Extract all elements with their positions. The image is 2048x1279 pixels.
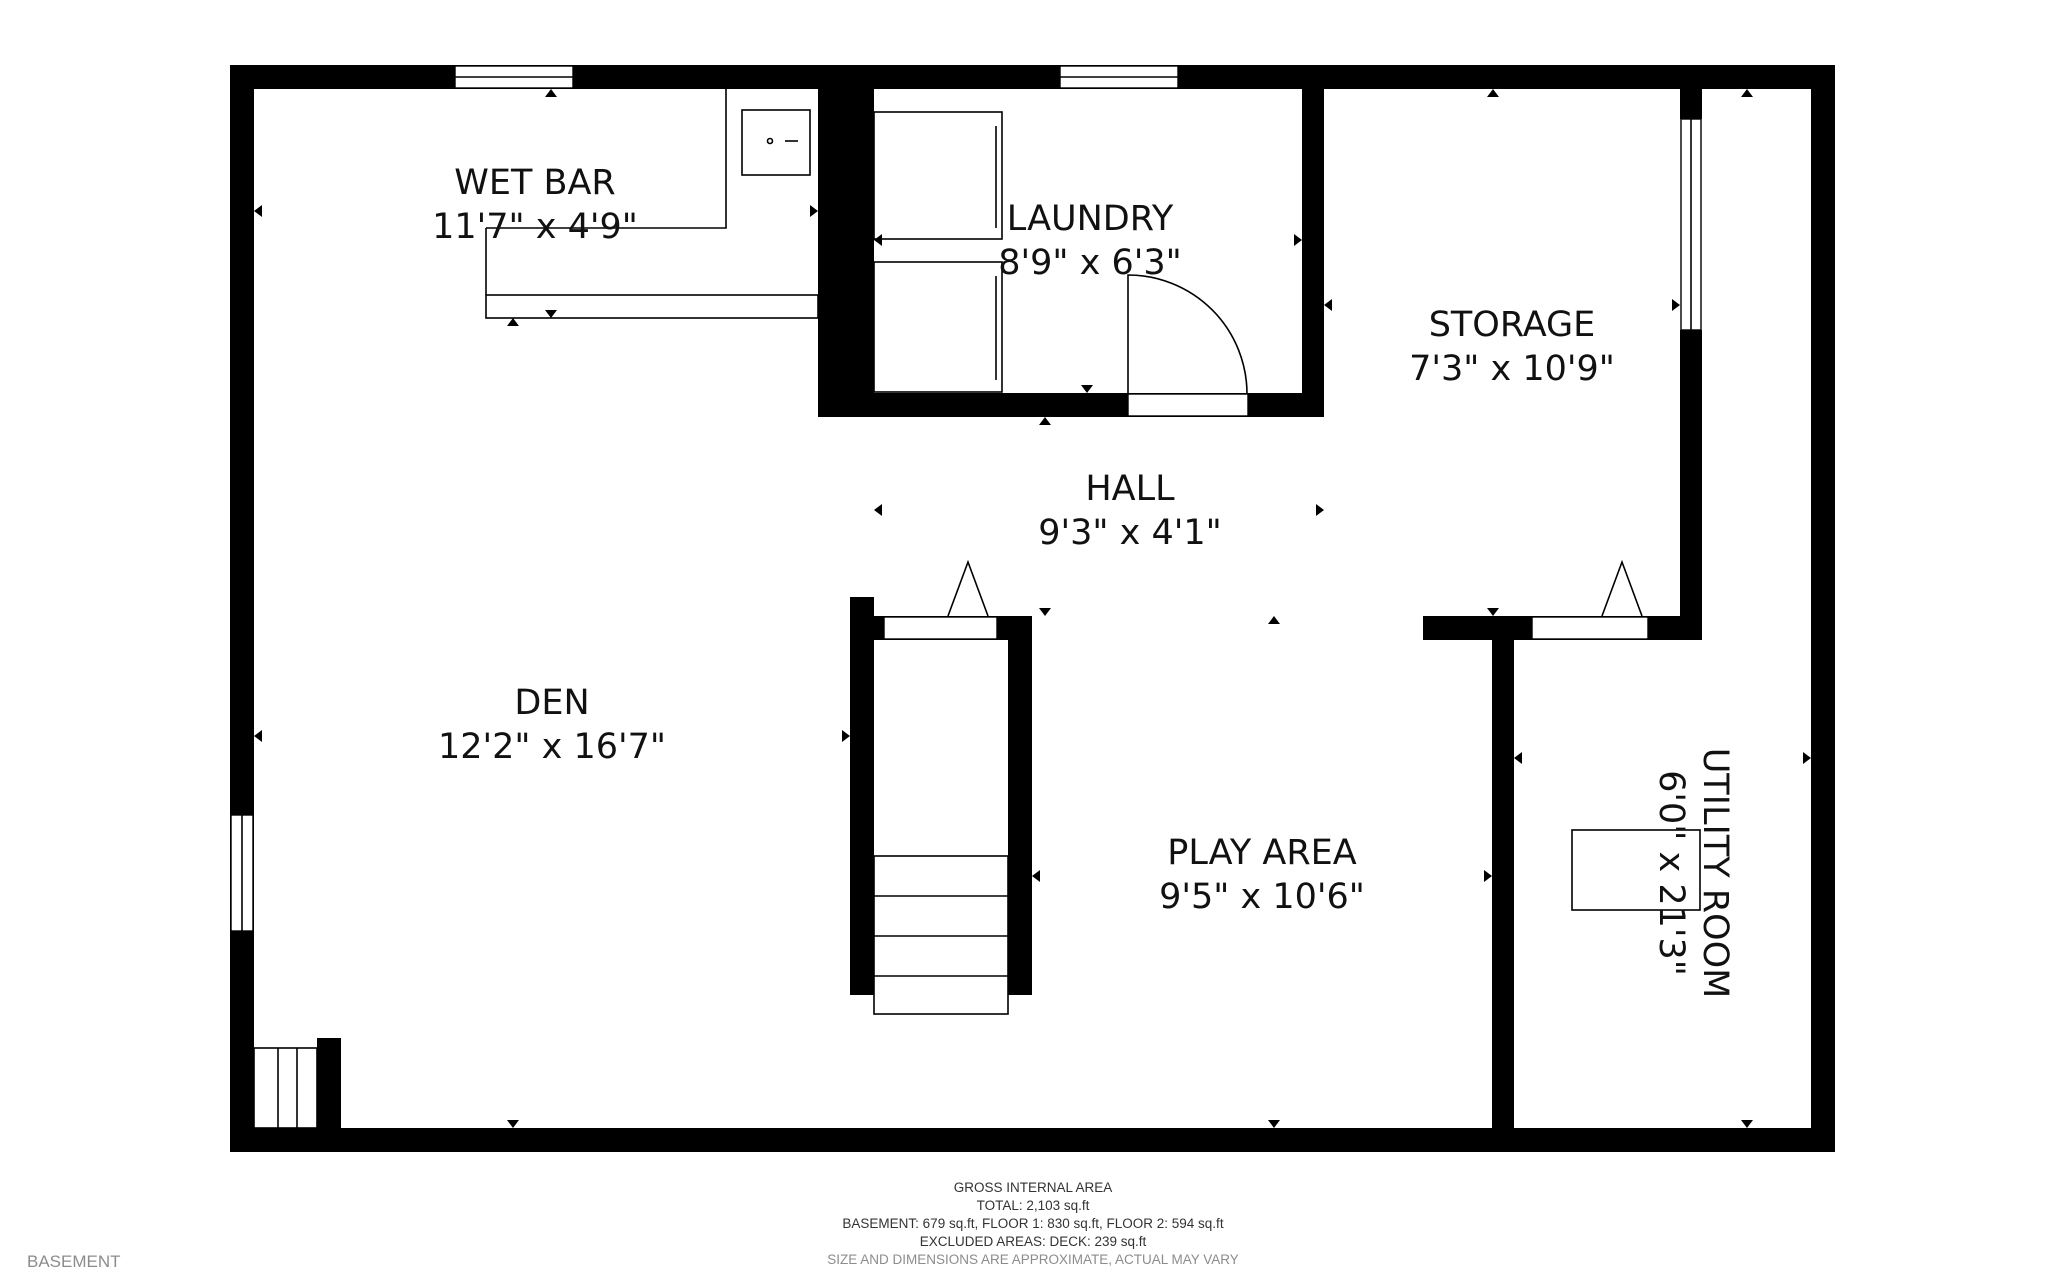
laundry-appliances xyxy=(873,111,1003,393)
room-dimensions: 8'9" x 6'3" xyxy=(998,243,1181,283)
room-utility: UTILITY ROOM 6'0" x 21'3" xyxy=(1651,748,1735,999)
area-summary: GROSS INTERNAL AREA TOTAL: 2,103 sq.ft B… xyxy=(827,1180,1239,1267)
door-swings xyxy=(947,274,1643,617)
room-dimensions: 6'0" x 21'3" xyxy=(1651,770,1691,976)
wet-bar-counter xyxy=(485,89,819,319)
room-play-area: PLAY AREA 9'5" x 10'6" xyxy=(1159,833,1365,917)
room-dimensions: 9'3" x 4'1" xyxy=(1038,513,1221,553)
room-dimensions: 7'3" x 10'9" xyxy=(1409,349,1615,389)
utility-fixture xyxy=(1571,829,1701,911)
room-name: UTILITY ROOM xyxy=(1695,748,1735,999)
room-hall: HALL 9'3" x 4'1" xyxy=(1038,469,1221,553)
openings xyxy=(883,393,1649,640)
area-disclaimer: SIZE AND DIMENSIONS ARE APPROXIMATE, ACT… xyxy=(827,1252,1239,1267)
room-storage: STORAGE 7'3" x 10'9" xyxy=(1409,305,1615,389)
stairs xyxy=(873,855,1009,1015)
room-name: DEN xyxy=(514,683,589,723)
room-den: DEN 12'2" x 16'7" xyxy=(438,683,666,767)
area-heading: GROSS INTERNAL AREA xyxy=(954,1180,1113,1195)
floor-label: BASEMENT xyxy=(27,1252,121,1271)
room-name: STORAGE xyxy=(1429,305,1596,345)
exterior-walls xyxy=(230,65,1835,1152)
room-name: WET BAR xyxy=(454,163,616,203)
area-excluded: EXCLUDED AREAS: DECK: 239 sq.ft xyxy=(920,1234,1147,1249)
room-name: LAUNDRY xyxy=(1007,199,1174,239)
room-dimensions: 12'2" x 16'7" xyxy=(438,727,666,767)
room-laundry: LAUNDRY 8'9" x 6'3" xyxy=(998,199,1181,283)
area-total: TOTAL: 2,103 sq.ft xyxy=(977,1198,1090,1213)
room-name: PLAY AREA xyxy=(1167,833,1357,873)
room-wet-bar: WET BAR 11'7" x 4'9" xyxy=(432,163,638,247)
windows xyxy=(230,65,1702,932)
room-dimensions: 9'5" x 10'6" xyxy=(1159,877,1365,917)
corner-steps xyxy=(253,1047,318,1129)
dimension-markers xyxy=(254,89,1811,1128)
room-name: HALL xyxy=(1085,469,1175,509)
area-floors: BASEMENT: 679 sq.ft, FLOOR 1: 830 sq.ft,… xyxy=(842,1216,1223,1231)
room-dimensions: 11'7" x 4'9" xyxy=(432,207,638,247)
